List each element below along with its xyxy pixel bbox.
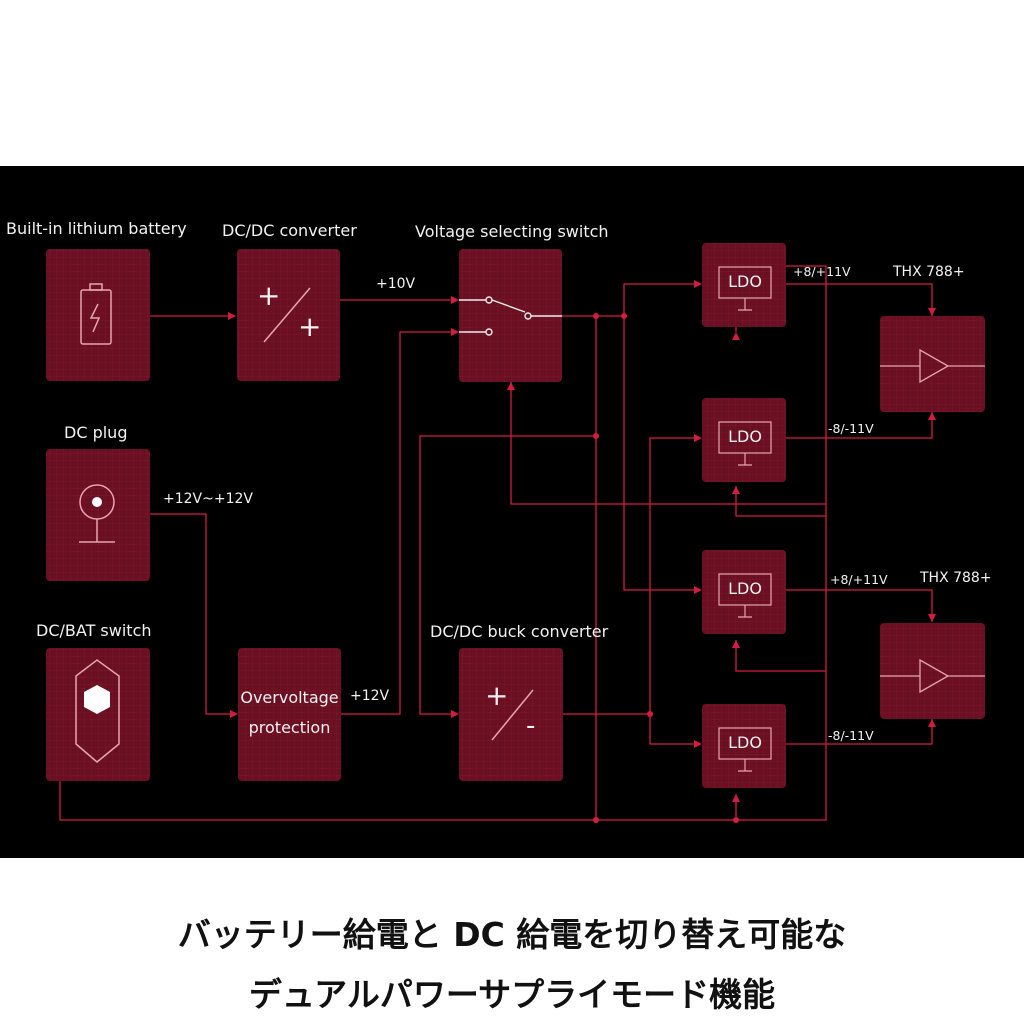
caption-line-2: デュアルパワーサプライモード機能 xyxy=(248,975,776,1014)
block-battery xyxy=(46,249,150,381)
ldo-label: LDO xyxy=(728,272,762,291)
voltage-pos-1: +8/+11V xyxy=(793,264,851,279)
voltage-12v: +12V xyxy=(350,688,390,704)
voltage-10v: +10V xyxy=(376,276,416,292)
diagram-canvas xyxy=(46,243,985,823)
block-dcdc-converter xyxy=(237,249,340,381)
voltage-neg-2: -8/-11V xyxy=(828,728,874,743)
battery-icon xyxy=(80,283,112,345)
amplifier-icon xyxy=(880,658,985,694)
switch-icon xyxy=(459,296,562,336)
voltage-neg-1: -8/-11V xyxy=(828,421,874,436)
ovp-text-line2: protection xyxy=(248,718,331,737)
plus-sign: + xyxy=(257,279,281,312)
diagonal-slash-icon xyxy=(491,689,534,741)
block-ldo-4 xyxy=(702,704,786,788)
block-diagram-panel: Built-in lithium battery DC/DC converter… xyxy=(0,166,1024,858)
caption-line-1: バッテリー給電と DC 給電を切り替え可能な xyxy=(177,915,847,954)
plus-sign: + xyxy=(298,310,322,343)
label-thx-2: THX 788+ xyxy=(920,570,992,586)
block-thx-1 xyxy=(880,316,985,412)
label-dcbat-switch: DC/BAT switch xyxy=(36,621,152,640)
block-thx-2 xyxy=(880,623,985,719)
label-battery: Built-in lithium battery xyxy=(6,219,187,238)
block-dc-plug xyxy=(46,449,150,581)
block-dcbat-switch xyxy=(46,648,150,781)
block-ldo-3 xyxy=(702,550,786,634)
amplifier-icon xyxy=(880,348,985,384)
label-voltage-switch: Voltage selecting switch xyxy=(415,222,609,241)
block-voltage-switch xyxy=(459,249,562,382)
plus-sign: + xyxy=(485,679,509,712)
connection-lines xyxy=(59,265,933,821)
label-dc-plug: DC plug xyxy=(64,423,128,442)
block-ldo-1 xyxy=(702,243,786,327)
label-thx-1: THX 788+ xyxy=(893,264,965,280)
voltage-12v-range: +12V~+12V xyxy=(163,491,253,507)
diagonal-slash-icon xyxy=(263,287,311,343)
block-overvoltage xyxy=(238,648,341,781)
junction-dots xyxy=(593,313,739,823)
ldo-label: LDO xyxy=(728,579,762,598)
block-buck-converter xyxy=(459,648,563,781)
toggle-switch-icon xyxy=(75,659,120,763)
label-dcdc: DC/DC converter xyxy=(222,221,357,240)
arrowheads xyxy=(228,280,936,802)
ldo-label: LDO xyxy=(728,733,762,752)
label-buck-converter: DC/DC buck converter xyxy=(430,622,609,641)
minus-sign: - xyxy=(526,711,536,741)
ovp-text-line1: Overvoltage xyxy=(240,688,339,707)
plug-icon xyxy=(79,484,115,543)
voltage-pos-2: +8/+11V xyxy=(830,572,888,587)
ldo-label: LDO xyxy=(728,427,762,446)
block-ldo-2 xyxy=(702,398,786,482)
